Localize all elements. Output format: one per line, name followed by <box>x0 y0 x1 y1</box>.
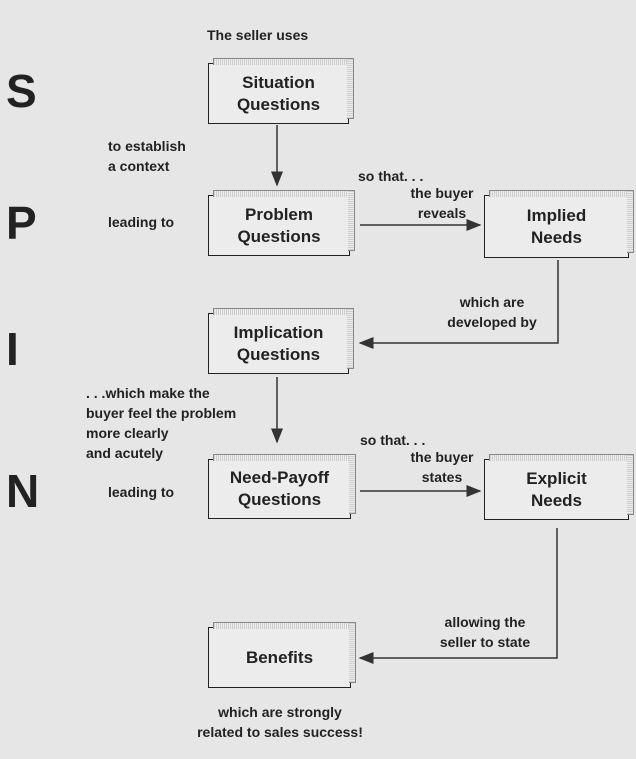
seller-uses-text: The seller uses <box>207 27 309 43</box>
situation-questions-label: Situation Questions <box>236 72 321 114</box>
problem-questions-label: Problem Questions <box>237 204 321 246</box>
feel-problem-text: . . .which make the buyer feel the probl… <box>86 385 237 461</box>
need-payoff-questions-box: Need-Payoff Questions <box>208 454 356 519</box>
situation-questions-box: Situation Questions <box>208 58 354 124</box>
benefits-label: Benefits <box>245 647 314 667</box>
explicit-needs-label: Explicit Needs <box>526 468 587 510</box>
so-that-text-1: so that. . . <box>358 168 424 184</box>
implication-questions-box: Implication Questions <box>208 308 354 374</box>
need-payoff-questions-label: Need-Payoff Questions <box>229 468 330 509</box>
arrow-implied-to-implication <box>358 260 559 349</box>
buyer-reveals-text: the buyer reveals <box>410 185 474 221</box>
seller-state-text: allowing the seller to state <box>439 614 531 650</box>
implied-needs-box: Implied Needs <box>484 190 634 258</box>
sales-success-text: which are strongly related to sales succ… <box>197 704 363 740</box>
buyer-states-text: the buyer states <box>410 449 474 485</box>
letter-n: N <box>6 465 40 517</box>
letter-i: I <box>6 323 19 375</box>
letter-p: P <box>6 197 37 249</box>
so-that-text-2: so that. . . <box>360 432 426 448</box>
letter-s: S <box>6 65 37 117</box>
developed-by-text: which are developed by <box>447 294 537 330</box>
problem-questions-box: Problem Questions <box>208 190 355 256</box>
implied-needs-label: Implied Needs <box>526 205 587 247</box>
arrow-explicit-to-benefits <box>358 528 558 664</box>
leading-to-text-1: leading to <box>108 214 175 230</box>
establish-context-text: to establish a context <box>108 138 186 174</box>
explicit-needs-box: Explicit Needs <box>484 454 634 520</box>
leading-to-text-2: leading to <box>108 484 175 500</box>
benefits-box: Benefits <box>208 622 356 688</box>
implication-questions-label: Implication Questions <box>233 322 324 364</box>
